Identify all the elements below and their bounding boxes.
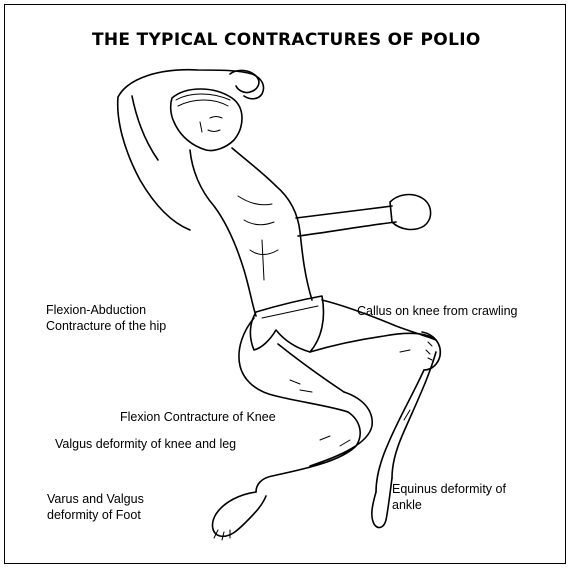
extended-arm — [296, 206, 396, 236]
left-foot — [213, 492, 266, 536]
label-varus-valgus-foot: Varus and Valgus deformity of Foot — [47, 491, 144, 523]
right-fist — [390, 195, 431, 230]
leg-shading — [290, 350, 410, 446]
left-thigh — [239, 318, 348, 412]
briefs — [250, 296, 323, 352]
label-hip-contracture: Flexion-Abduction Contracture of the hip — [46, 302, 166, 334]
head — [171, 89, 242, 151]
face — [200, 117, 222, 133]
label-knee-flexion: Flexion Contracture of Knee — [120, 409, 276, 425]
head-hand — [230, 70, 259, 92]
label-valgus-knee: Valgus deformity of knee and leg — [55, 436, 236, 452]
label-knee-callus: Callus on knee from crawling — [357, 303, 518, 319]
hair — [176, 94, 230, 106]
right-lower-leg — [376, 352, 436, 492]
right-foot — [372, 478, 392, 527]
torso-left — [190, 150, 256, 316]
label-equinus-ankle: Equinus deformity of ankle — [392, 481, 506, 513]
left-lower-leg — [256, 392, 372, 492]
callus-marks — [426, 342, 432, 360]
torso-right — [232, 148, 312, 300]
